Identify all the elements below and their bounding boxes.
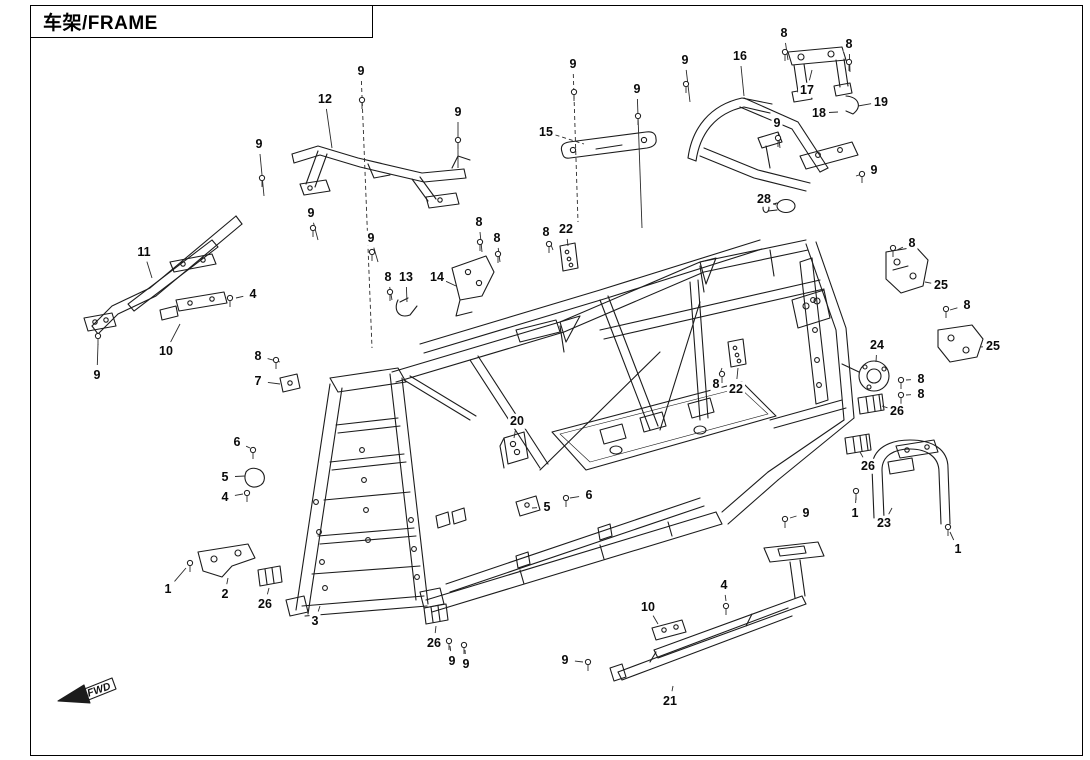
- callout-1: 1: [849, 505, 861, 521]
- callout-9: 9: [452, 104, 464, 120]
- callout-9: 9: [253, 136, 265, 152]
- callout-8: 8: [540, 224, 552, 240]
- part-23-guard: [871, 439, 951, 525]
- callout-10: 10: [639, 599, 657, 615]
- main-frame: [285, 239, 855, 617]
- callout-9: 9: [446, 653, 458, 669]
- callout-25: 25: [984, 338, 1002, 354]
- callout-12: 12: [316, 91, 334, 107]
- part-16-19-rear-rack: [687, 46, 859, 192]
- callout-13: 13: [397, 269, 415, 285]
- callout-9: 9: [679, 52, 691, 68]
- callout-9: 9: [800, 505, 812, 521]
- callout-9: 9: [771, 115, 783, 131]
- callout-10: 10: [157, 343, 175, 359]
- callout-5: 5: [219, 469, 231, 485]
- callout-22: 22: [557, 221, 575, 237]
- callout-8: 8: [915, 371, 927, 387]
- callout-8: 8: [382, 269, 394, 285]
- callout-11: 11: [135, 244, 153, 260]
- callout-8: 8: [961, 297, 973, 313]
- callout-4: 4: [247, 286, 259, 302]
- callout-8: 8: [843, 36, 855, 52]
- callout-9: 9: [365, 230, 377, 246]
- callout-4: 4: [718, 577, 730, 593]
- callout-21: 21: [661, 693, 679, 709]
- callout-28: 28: [755, 191, 773, 207]
- callout-26: 26: [859, 458, 877, 474]
- callout-3: 3: [309, 613, 321, 629]
- callout-6: 6: [583, 487, 595, 503]
- callout-8: 8: [710, 376, 722, 392]
- callout-7: 7: [252, 373, 264, 389]
- part-14-bracket: [451, 255, 495, 317]
- callout-1: 1: [162, 581, 174, 597]
- callout-8: 8: [473, 214, 485, 230]
- callout-1: 1: [952, 541, 964, 557]
- part-21-rear-rail: [609, 541, 825, 682]
- callout-16: 16: [731, 48, 749, 64]
- part-24-flange: [841, 360, 890, 392]
- callout-19: 19: [872, 94, 890, 110]
- part-12-bracket-rail: [291, 145, 471, 209]
- part-2-bracket: [197, 543, 256, 578]
- callout-5: 5: [541, 499, 553, 515]
- callout-9: 9: [305, 205, 317, 221]
- part-22-brackets: [559, 242, 747, 368]
- callout-8: 8: [906, 235, 918, 251]
- callout-2: 2: [219, 586, 231, 602]
- callout-9: 9: [91, 367, 103, 383]
- callout-8: 8: [252, 348, 264, 364]
- callout-23: 23: [875, 515, 893, 531]
- callout-8: 8: [915, 386, 927, 402]
- part-5-hooks: [244, 467, 541, 517]
- callout-9: 9: [355, 63, 367, 79]
- callout-24: 24: [868, 337, 886, 353]
- callout-9: 9: [567, 56, 579, 72]
- callout-8: 8: [778, 25, 790, 41]
- callout-9: 9: [868, 162, 880, 178]
- callout-9: 9: [631, 81, 643, 97]
- callout-9: 9: [559, 652, 571, 668]
- callout-4: 4: [219, 489, 231, 505]
- callout-6: 6: [231, 434, 243, 450]
- part-11-10-front-carrier: [83, 215, 243, 335]
- callout-22: 22: [727, 381, 745, 397]
- callout-26: 26: [256, 596, 274, 612]
- callout-20: 20: [508, 413, 526, 429]
- callout-26: 26: [425, 635, 443, 651]
- part-15-strap: [560, 131, 657, 159]
- callout-25: 25: [932, 277, 950, 293]
- page-border: [30, 5, 1083, 756]
- callout-15: 15: [537, 124, 555, 140]
- title-box: 车架/FRAME: [30, 5, 373, 38]
- part-20-bracket: [499, 431, 529, 469]
- callout-9: 9: [460, 656, 472, 672]
- callout-18: 18: [810, 105, 828, 121]
- part-7-bracket: [279, 373, 301, 393]
- callout-14: 14: [428, 269, 446, 285]
- callout-26: 26: [888, 403, 906, 419]
- callout-8: 8: [491, 230, 503, 246]
- callout-17: 17: [798, 82, 816, 98]
- page-title: 车架/FRAME: [43, 13, 158, 34]
